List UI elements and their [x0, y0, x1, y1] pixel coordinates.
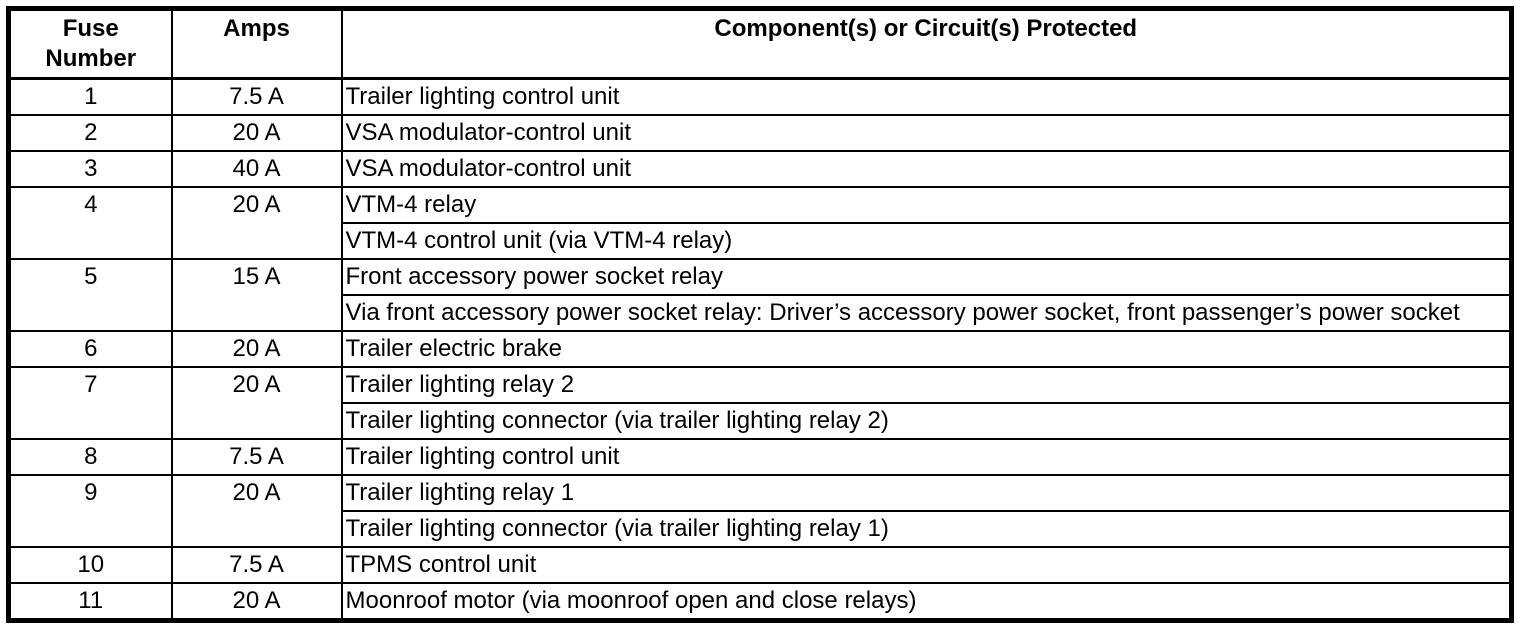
component-cell: Trailer lighting control unit: [340, 438, 1513, 475]
component-cell: Trailer lighting relay 2: [340, 366, 1513, 403]
amps-cell: 40 A: [170, 150, 343, 187]
header-row: Fuse Number Amps Component(s) or Circuit…: [7, 8, 1513, 80]
component-cell: Front accessory power socket relay: [340, 258, 1513, 295]
amps-cell: 20 A: [170, 474, 343, 547]
fuse-number-cell: 5: [7, 258, 173, 331]
header-amps: Amps: [170, 8, 343, 80]
header-components: Component(s) or Circuit(s) Protected: [340, 8, 1513, 80]
component-cell: Via front accessory power socket relay: …: [340, 294, 1513, 331]
component-cell: VTM-4 control unit (via VTM-4 relay): [340, 222, 1513, 259]
fuse-number-cell: 3: [7, 150, 173, 187]
amps-cell: 20 A: [170, 330, 343, 367]
fuse-number-cell: 6: [7, 330, 173, 367]
amps-cell: 15 A: [170, 258, 343, 331]
amps-cell: 20 A: [170, 114, 343, 151]
amps-cell: 20 A: [170, 366, 343, 439]
component-cell: Trailer lighting control unit: [340, 77, 1513, 115]
fuse-table: Fuse Number Amps Component(s) or Circuit…: [6, 6, 1514, 623]
fuse-number-cell: 8: [7, 438, 173, 475]
fuse-number-cell: 10: [7, 546, 173, 583]
fuse-subrow: Trailer lighting connector (via trailer …: [9, 510, 1513, 547]
fuse-subrow: Via front accessory power socket relay: …: [9, 294, 1513, 331]
component-cell: Trailer lighting connector (via trailer …: [340, 402, 1513, 439]
fuse-number-cell: 7: [7, 366, 173, 439]
component-cell: VTM-4 relay: [340, 186, 1513, 223]
component-cell: Trailer electric brake: [340, 330, 1513, 367]
component-cell: Trailer lighting relay 1: [340, 474, 1513, 511]
fuse-subrow: Trailer lighting connector (via trailer …: [9, 402, 1513, 439]
amps-cell: 7.5 A: [170, 546, 343, 583]
fuse-number-cell: 11: [7, 582, 173, 621]
fuse-number-cell: 1: [7, 77, 173, 115]
component-cell: VSA modulator-control unit: [340, 150, 1513, 187]
component-cell: Trailer lighting connector (via trailer …: [340, 510, 1513, 547]
amps-cell: 7.5 A: [170, 438, 343, 475]
component-cell: VSA modulator-control unit: [340, 114, 1513, 151]
fuse-number-cell: 9: [7, 474, 173, 547]
fuse-subrow: VTM-4 control unit (via VTM-4 relay): [9, 222, 1513, 259]
amps-cell: 20 A: [170, 582, 343, 621]
fuse-number-cell: 2: [7, 114, 173, 151]
amps-cell: 20 A: [170, 186, 343, 259]
fuse-number-cell: 4: [7, 186, 173, 259]
component-cell: TPMS control unit: [340, 546, 1513, 583]
component-cell: Moonroof motor (via moonroof open and cl…: [340, 582, 1513, 621]
amps-cell: 7.5 A: [170, 77, 343, 115]
header-fuse-number: Fuse Number: [7, 8, 173, 80]
